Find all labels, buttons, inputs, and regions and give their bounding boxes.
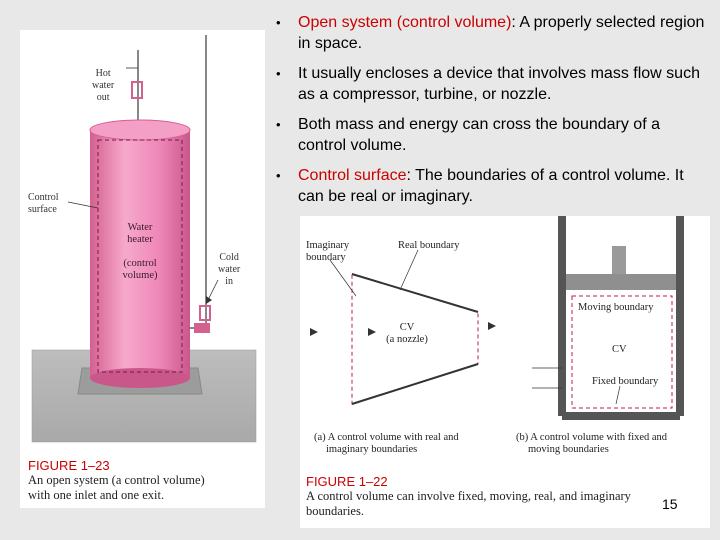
control-surface-boundary (97, 139, 183, 373)
bullet-dot: • (276, 15, 281, 30)
bullet-highlight: Open system (control volume) (298, 14, 512, 31)
real-boundary-label: Real boundary (398, 240, 460, 251)
bullet-dot: • (276, 66, 281, 81)
piston-rod (612, 246, 626, 274)
cylinder-cv (571, 295, 673, 409)
control-surface-label: Control surface (28, 192, 59, 215)
figure-23-caption-line: An open system (a control volume) (28, 473, 205, 487)
control-volume-diagram (310, 216, 684, 420)
figure-22-caption-line: boundaries. (306, 504, 364, 518)
fixed-boundary-label: Fixed boundary (592, 376, 659, 387)
figure-23-caption-line: with one inlet and one exit. (28, 488, 165, 502)
bullet-text: : The boundaries of a control volume. It… (298, 167, 684, 205)
figure-water-heater: Hot water out Control surface Water heat… (20, 30, 265, 508)
figure-23-title: FIGURE 1–23 (28, 458, 110, 473)
cold-water-valve (199, 305, 211, 321)
figure-control-volumes: Imaginary boundary Real boundary CV (a n… (300, 216, 710, 528)
imaginary-boundary-label: Imaginary boundary (306, 240, 350, 263)
bullet-text: Both mass and energy can cross the bound… (298, 116, 660, 154)
bullet-mass-energy: • Both mass and energy can cross the bou… (270, 114, 710, 156)
bullet-highlight: Control surface (298, 167, 407, 184)
hot-water-valve (131, 81, 143, 99)
heater-cylinder (90, 130, 190, 378)
water-heater-diagram (31, 35, 257, 443)
bullet-control-surface: • Control surface: The boundaries of a c… (270, 165, 710, 207)
piston (566, 274, 676, 290)
figure-22-caption: FIGURE 1–22 A control volume can involve… (306, 474, 631, 519)
subcaption-b: (b) A control volume with fixed and movi… (516, 432, 668, 455)
figure-23-caption: FIGURE 1–23 An open system (a control vo… (28, 458, 205, 503)
bullet-dot: • (276, 117, 281, 132)
bullet-dot: • (276, 168, 281, 183)
figure-22-title: FIGURE 1–22 (306, 474, 388, 489)
page-number: 15 (662, 496, 678, 512)
hot-water-out-label: Hot water out (92, 68, 115, 103)
cv-label: CV (612, 344, 627, 355)
bullet-text: : A properly selected region in space. (298, 14, 705, 52)
bullet-text: It usually encloses a device that involv… (298, 65, 700, 103)
subcaption-a: (a) A control volume with real and imagi… (314, 432, 459, 455)
bullet-list: • Open system (control volume): A proper… (270, 12, 710, 216)
cv-nozzle-label: CV (a nozzle) (386, 322, 428, 345)
cold-water-in-label: Cold water in (218, 252, 241, 287)
water-heater-label: Water heater (control volume) (122, 222, 158, 281)
bullet-open-system: • Open system (control volume): A proper… (270, 12, 710, 54)
bullet-encloses-device: • It usually encloses a device that invo… (270, 63, 710, 105)
figure-22-caption-line: A control volume can involve fixed, movi… (306, 489, 631, 503)
moving-boundary-label: Moving boundary (578, 302, 654, 313)
